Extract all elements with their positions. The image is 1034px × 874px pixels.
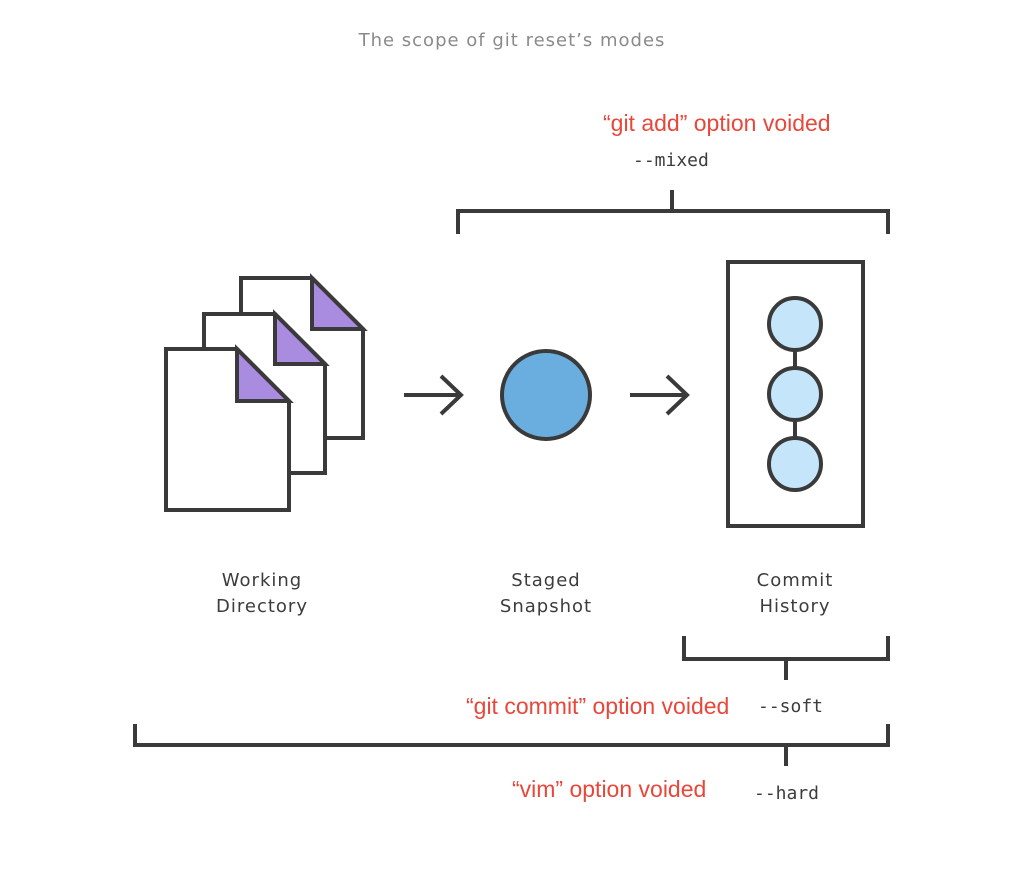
mixed-note: “git add” option voided [603,110,831,136]
stage-label-line: Staged [511,570,581,591]
mixed-bracket [456,190,890,234]
hard-bracket [133,724,890,766]
soft-note: “git commit” option voided [466,693,730,719]
mixed-mode-label: --mixed [633,150,709,171]
stage-label-line: Working [221,570,303,591]
stage-label-staged-snapshot: Staged Snapshot [446,568,646,620]
arrow-right-icon [630,374,690,416]
diagram-title: The scope of git reset’s modes [358,30,666,51]
soft-bracket [682,636,890,680]
soft-mode-label: --soft [758,696,824,717]
commit-history-icon [726,260,865,528]
stage-label-line: Commit [756,570,834,591]
stage-label-line: Directory [216,596,308,617]
hard-mode-label: --hard [754,783,820,804]
commit-node [767,366,823,422]
commit-node [767,296,823,352]
stage-label-commit-history: Commit History [695,568,895,620]
hard-note: “vim” option voided [512,776,707,802]
stage-label-line: Snapshot [499,596,593,617]
arrow-right-icon [404,374,464,416]
staged-circle-icon [500,349,592,441]
file-stack-icon [164,273,368,512]
commit-node [767,436,823,492]
stage-label-working-directory: Working Directory [162,568,362,620]
file-icon-front [164,344,294,512]
stage-label-line: History [759,596,831,617]
